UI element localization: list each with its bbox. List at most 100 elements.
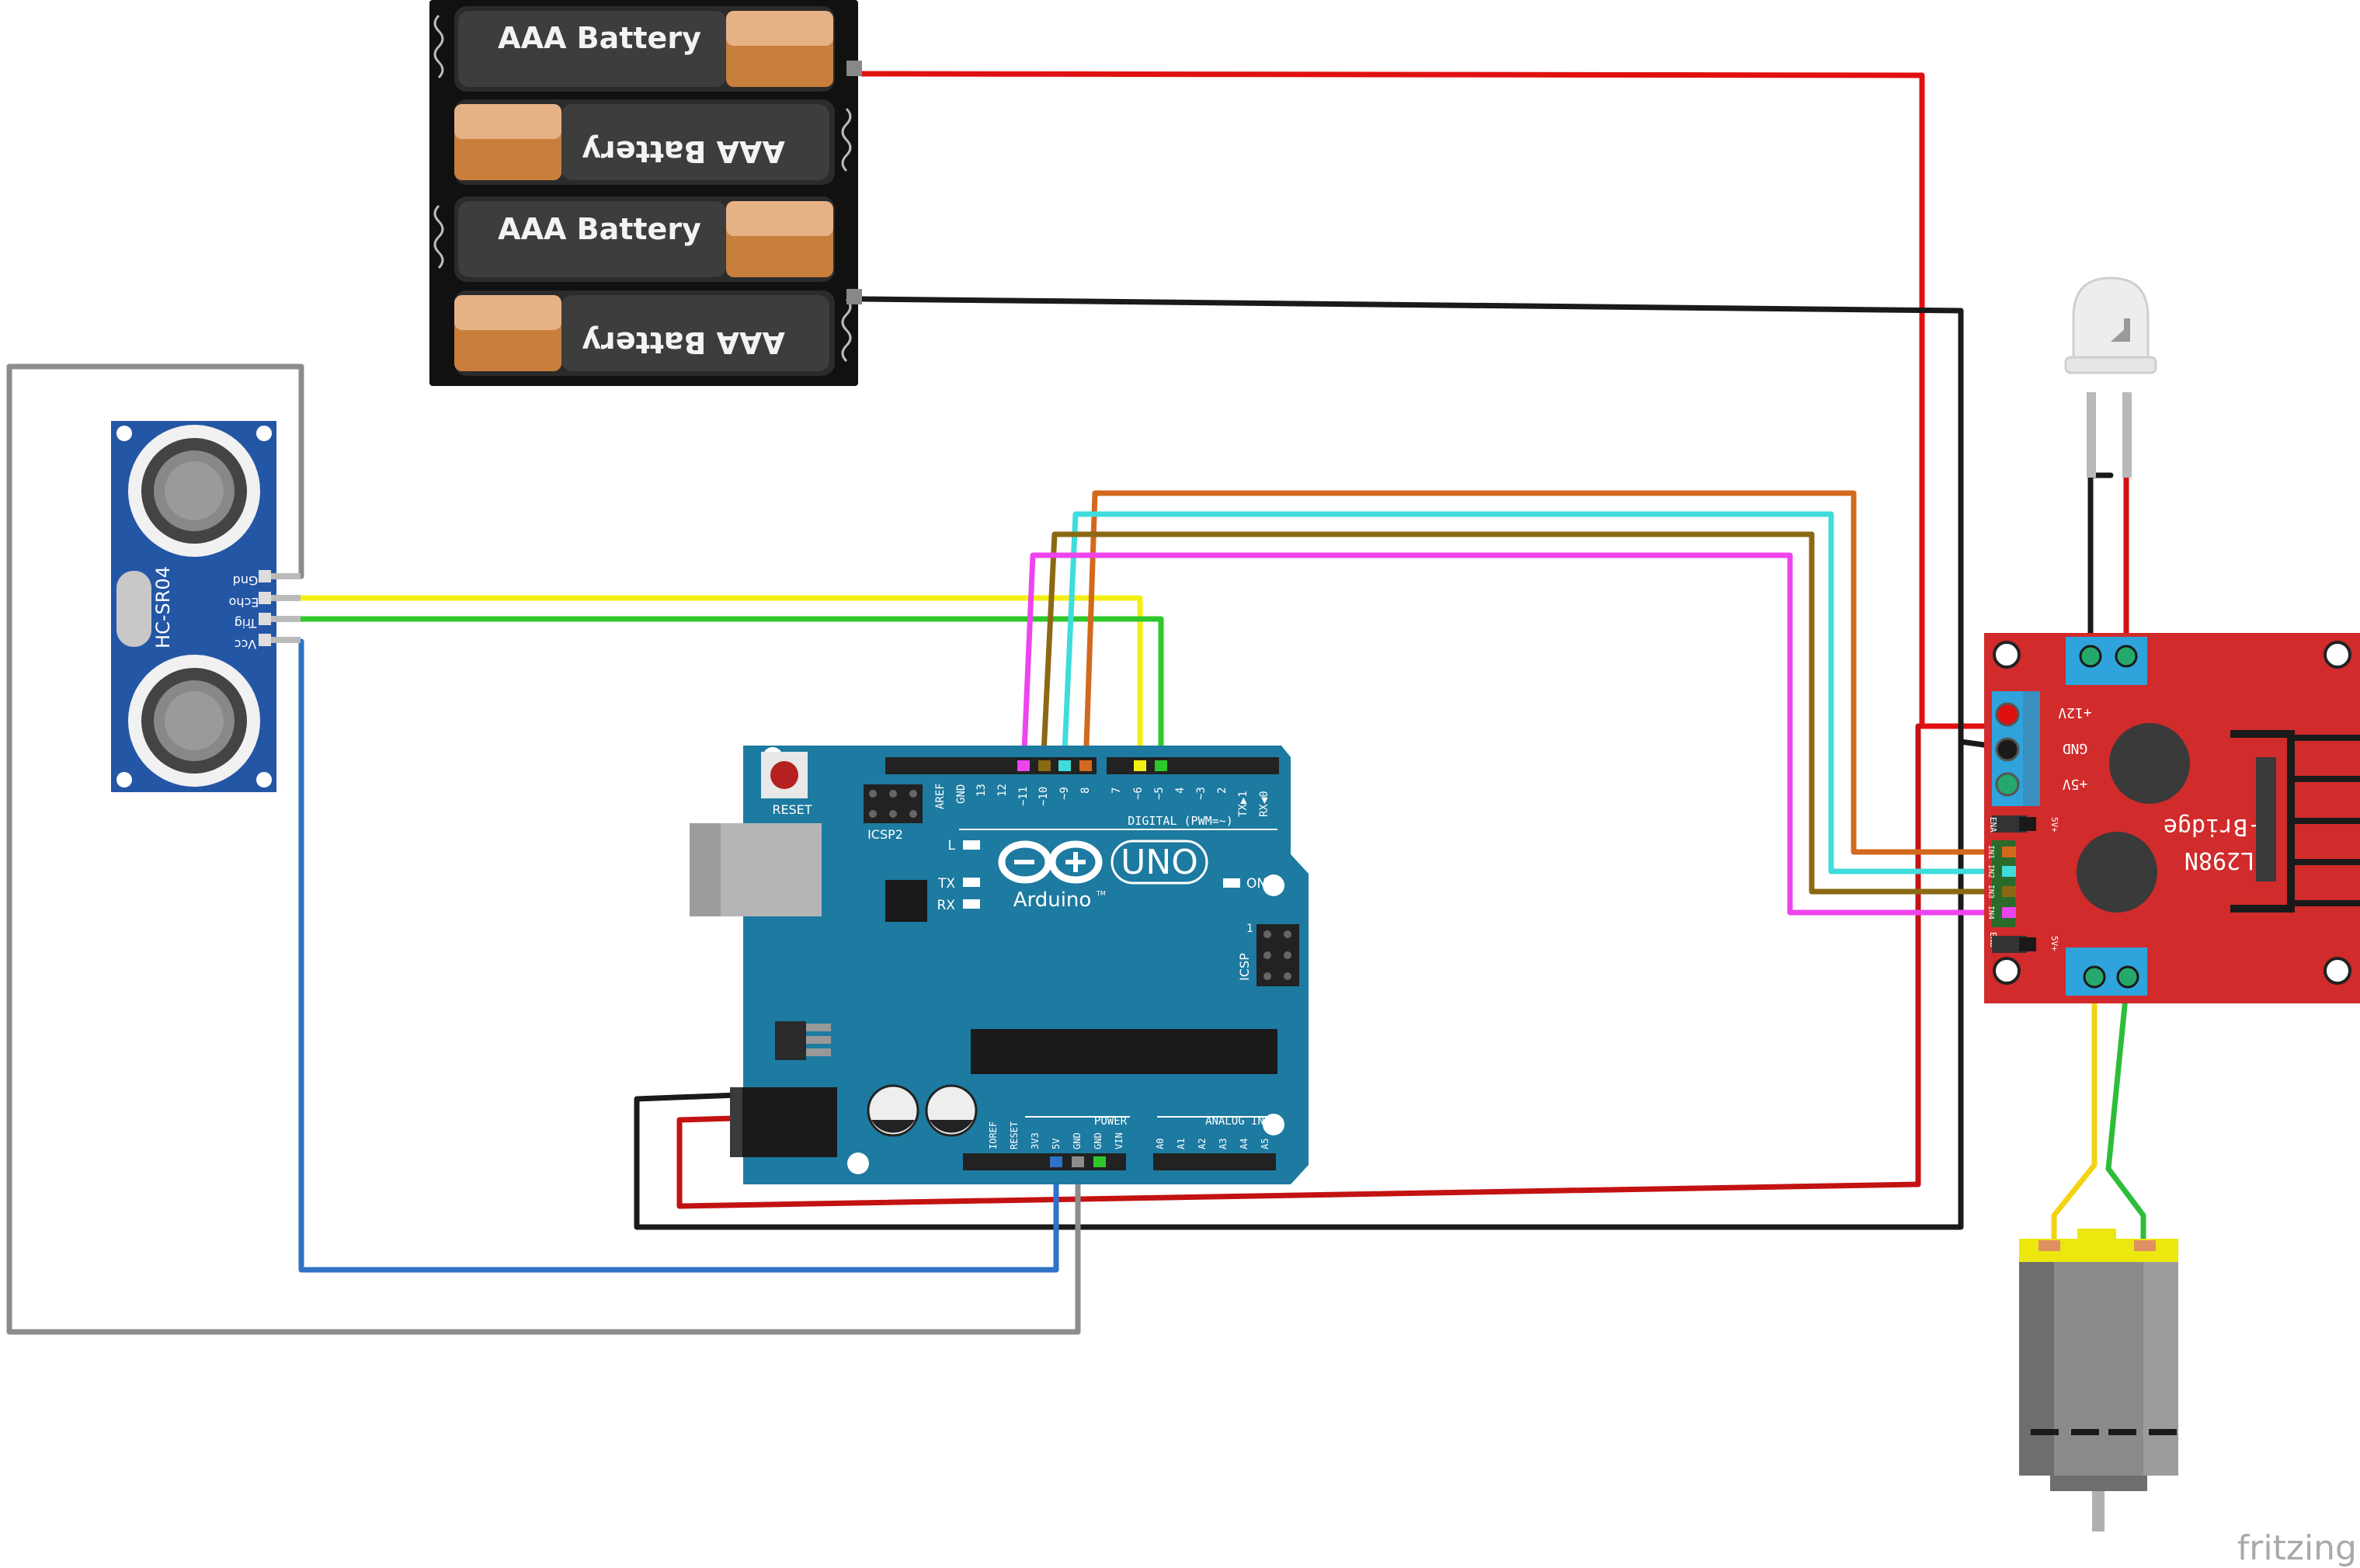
sensor-model-label: HC-SR04 [152, 566, 174, 648]
hbridge-in4-label: IN4 [1986, 906, 1995, 920]
pin-vin: VIN [1114, 1132, 1124, 1149]
battery-cell-3: AAA Battery [454, 196, 835, 282]
power-terminal [1992, 691, 2040, 806]
power-terminal-labels: +12V GND +5V [2058, 704, 2092, 792]
icsp2-label: ICSP2 [867, 827, 903, 842]
icsp2-header: ICSP2 [864, 784, 923, 842]
pin-3v3: 3V3 [1030, 1132, 1041, 1149]
led-on-label: ON [1246, 876, 1267, 892]
reset-label: RESET [772, 802, 812, 817]
led-rx-label: RX [937, 898, 956, 913]
pin-gnd-2: GND [1093, 1132, 1104, 1149]
battery-springs [433, 14, 852, 363]
capacitors [867, 1084, 978, 1137]
wire-sensor-vcc [298, 638, 1059, 1273]
power-pin-labels: IOREF RESET 3V3 5V GND GND VIN [988, 1121, 1124, 1149]
pin-a1: A1 [1176, 1139, 1187, 1149]
sensor-pin-gnd: Gnd [233, 573, 259, 588]
l298n-hbridge: +12V GND +5V 5V+ ENA IN1 IN2 IN3 IN4 ENB… [1984, 633, 2360, 1003]
wire-led-black [2087, 472, 2114, 652]
pin-reset: RESET [1009, 1121, 1020, 1149]
pin-5v: 5V [1051, 1139, 1062, 1149]
hbridge-header-top-label: 5V+ [2049, 817, 2059, 833]
pin-rx0: RX◀0 [1258, 791, 1270, 817]
arduino-logo: UNO Arduino TM [998, 840, 1208, 912]
terminal-block-bottom [2066, 947, 2147, 996]
led [2064, 276, 2157, 478]
hbridge-ena-label: ENA [1988, 817, 1998, 833]
logic-header: 5V+ ENA IN1 IN2 IN3 IN4 ENB 5V+ [1986, 815, 2059, 953]
arduino-uno: RESET ICSP2 AREF GND 13 12 ~11 ~10 [690, 746, 1309, 1184]
battery-cell-2-label: AAA Battery [582, 134, 785, 169]
hbridge-header-bottom-label: 5V+ [2049, 936, 2059, 951]
ultrasonic-sensor: HC-SR04 Gnd Echo Trig Vcc [111, 421, 301, 792]
pin-gnd: GND [955, 784, 968, 804]
pin-a0: A0 [1155, 1139, 1166, 1149]
analog-label: ANALOG IN [1205, 1115, 1264, 1128]
wire-sensor-echo [296, 595, 1143, 772]
terminal-12v-label: +12V [2058, 704, 2092, 721]
sensor-pin-vcc: Vcc [235, 637, 257, 652]
wire-pin8-in1 [1083, 490, 2009, 855]
heat-sink [2230, 730, 2360, 913]
battery-pack: AAA Battery AAA Battery AAA Battery AAA … [429, 0, 862, 386]
digital-pin-labels: AREF GND 13 12 ~11 ~10 ~9 8 7 ~6 ~5 4 ~3… [934, 783, 1270, 817]
wire-battery-plus [859, 71, 2009, 729]
digital-label: DIGITAL (PWM=~) [1128, 814, 1232, 828]
pin-9: ~9 [1058, 787, 1071, 800]
wire-motor-yellow [2051, 972, 2098, 1250]
led-l-label: L [948, 838, 956, 854]
pin-a2: A2 [1197, 1139, 1208, 1149]
sensor-pin-trig: Trig [235, 616, 258, 631]
dc-motor [2019, 1229, 2178, 1531]
hbridge-capacitor-1 [2109, 723, 2190, 804]
battery-cell-3-label: AAA Battery [498, 212, 701, 246]
pin-ioref: IOREF [988, 1121, 999, 1149]
hbridge-capacitor-2 [2077, 832, 2157, 913]
pin-aref: AREF [934, 783, 947, 809]
wire-motor-green [2105, 972, 2146, 1250]
pin-10: ~10 [1037, 787, 1050, 806]
wire-pin9-in2 [1061, 511, 2009, 874]
transducer-bottom [128, 655, 260, 787]
transducer-top [128, 425, 260, 557]
terminal-block-top [2066, 637, 2147, 685]
icsp-pin1-label: 1 [1246, 923, 1253, 935]
wire-sensor-trig [296, 616, 1164, 772]
pin-a5: A5 [1260, 1139, 1270, 1149]
analog-pin-labels: A0 A1 A2 A3 A4 A5 [1155, 1139, 1270, 1149]
hbridge-model: L298N [2184, 847, 2254, 874]
power-jack [730, 1087, 837, 1157]
battery-cell-4: AAA Battery [454, 290, 835, 376]
pin-13: 13 [975, 784, 988, 797]
battery-cell-4-label: AAA Battery [582, 325, 785, 360]
onboard-leds: L TX RX ON [937, 838, 1267, 913]
sensor-pin-echo: Echo [229, 595, 259, 610]
usb-chip [885, 880, 927, 922]
hbridge-in2-label: IN2 [1986, 864, 1995, 878]
wire-pin11-in4 [1020, 552, 2009, 916]
pin-gnd-1: GND [1072, 1132, 1083, 1149]
arduino-trademark: TM [1096, 890, 1106, 897]
terminal-5v-label: +5V [2063, 776, 2088, 792]
power-label: POWER [1094, 1115, 1128, 1128]
pin-a3: A3 [1218, 1139, 1229, 1149]
reset-button: RESET [761, 752, 812, 817]
icsp-label: ICSP [1237, 953, 1252, 981]
arduino-brand-text: Arduino [1013, 888, 1092, 912]
pin-3: ~3 [1195, 787, 1208, 800]
battery-cell-1-label: AAA Battery [498, 21, 701, 55]
led-tx-label: TX [937, 876, 955, 892]
pin-2: 2 [1216, 787, 1229, 794]
pin-5: ~5 [1153, 787, 1166, 800]
battery-cell-1: AAA Battery [454, 6, 835, 92]
power-header [963, 1153, 1276, 1170]
terminal-gnd-label: GND [2063, 740, 2088, 756]
uno-logo-text: UNO [1121, 843, 1198, 882]
icsp-header: ICSP 1 [1237, 923, 1299, 986]
sensor-pins: Gnd Echo Trig Vcc [229, 570, 301, 652]
wire-sensor-gnd [6, 363, 1081, 1335]
pin-a4: A4 [1239, 1139, 1250, 1149]
pin-12: 12 [996, 784, 1009, 797]
